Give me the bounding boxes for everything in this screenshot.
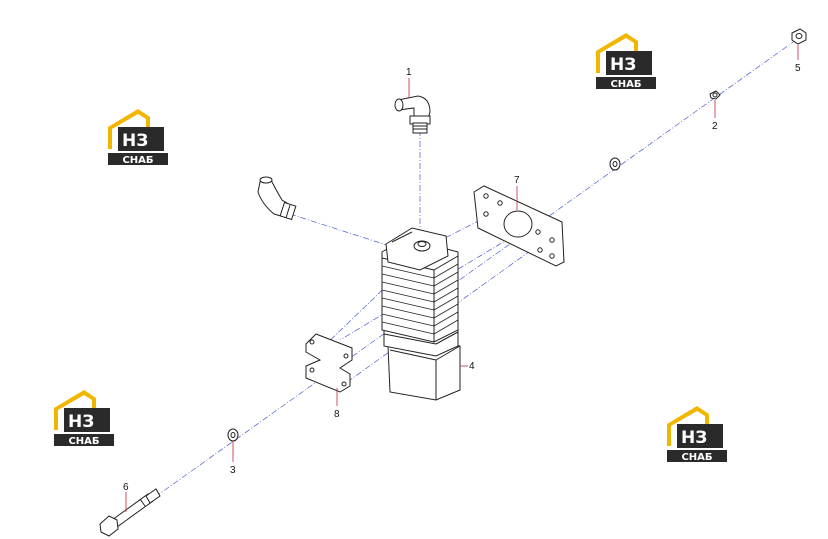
callout-1: 1 xyxy=(406,67,412,78)
callout-6: 6 xyxy=(123,482,129,493)
part-6-bolt xyxy=(99,488,161,537)
callout-7: 7 xyxy=(514,175,520,186)
callout-3: 3 xyxy=(230,465,236,476)
part-5-nut xyxy=(791,28,807,45)
callout-4: 4 xyxy=(469,361,475,372)
watermark-logo-top-left: НЗ СНАБ xyxy=(108,109,168,166)
svg-text:НЗ: НЗ xyxy=(68,412,94,432)
part-3-washer xyxy=(227,428,239,442)
svg-text:НЗ: НЗ xyxy=(610,55,636,75)
side-elbow-fitting xyxy=(257,176,297,221)
watermark-logo-bottom-left: НЗ СНАБ xyxy=(54,390,114,447)
leader-lines xyxy=(125,45,799,512)
part-1-elbow-fitting xyxy=(394,95,431,134)
svg-text:СНАБ: СНАБ xyxy=(68,436,99,447)
watermark-logo-top-right: НЗ СНАБ xyxy=(596,33,656,90)
svg-text:СНАБ: СНАБ xyxy=(610,79,641,90)
svg-text:НЗ: НЗ xyxy=(122,131,148,151)
svg-text:СНАБ: СНАБ xyxy=(122,155,153,166)
part-2-washer xyxy=(709,90,721,100)
callout-2: 2 xyxy=(712,121,718,132)
callout-8: 8 xyxy=(334,409,340,420)
part-4-filter-housing xyxy=(381,227,461,401)
part-7-bracket-plate xyxy=(473,185,565,267)
part-8-lower-bracket xyxy=(305,333,353,393)
flat-washer-upper xyxy=(609,157,621,171)
callout-5: 5 xyxy=(795,63,801,74)
svg-text:СНАБ: СНАБ xyxy=(681,452,712,463)
watermark-logo-bottom-right: НЗ СНАБ xyxy=(667,406,727,463)
svg-text:НЗ: НЗ xyxy=(681,428,707,448)
